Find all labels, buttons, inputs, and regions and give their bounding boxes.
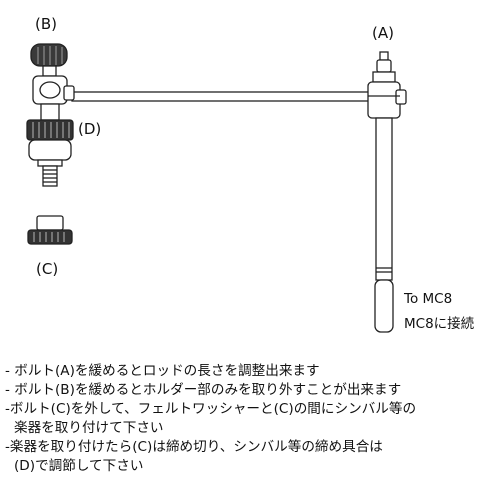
vertical-post — [374, 117, 394, 333]
knob-b — [30, 43, 68, 67]
label-to-mc8: To MC8 — [404, 291, 453, 307]
instruction-notes: - ボルト(A)を緩めるとロッドの長さを調整出来ます - ボルト(B)を緩めると… — [5, 362, 497, 476]
threaded-screw — [42, 165, 58, 187]
note-line: - ボルト(A)を緩めるとロッドの長さを調整出来ます — [5, 363, 320, 379]
knob-d — [26, 119, 74, 167]
label-d: (D) — [78, 120, 102, 138]
note-line: -ボルト(C)を外して、フェルトワッシャーと(C)の間にシンバル等の — [5, 401, 417, 417]
diagram-drawing — [26, 43, 407, 333]
note-line: - ボルト(B)を緩めるとホルダー部のみを取り外すことが出来ます — [5, 382, 402, 398]
holder-clamp — [32, 65, 75, 121]
rod-clamp-block — [367, 81, 407, 119]
label-c: (C) — [36, 260, 59, 278]
horizontal-rod — [71, 91, 383, 102]
part-c-nut — [27, 215, 73, 245]
bolt-a — [372, 51, 396, 83]
label-mc8-connect: MC8に接続 — [404, 316, 475, 332]
note-line: 楽器を取り付けて下さい — [14, 420, 164, 436]
label-a: (A) — [372, 24, 394, 42]
label-b: (B) — [35, 15, 57, 33]
note-line: (D)で調節して下さい — [14, 458, 144, 474]
note-line: -楽器を取り付けたら(C)は締め切り、シンバル等の締め具合は — [5, 439, 383, 455]
cymbal-holder-diagram: (A) (B) (D) (C) To MC8 MC8に接続 — [26, 15, 475, 333]
